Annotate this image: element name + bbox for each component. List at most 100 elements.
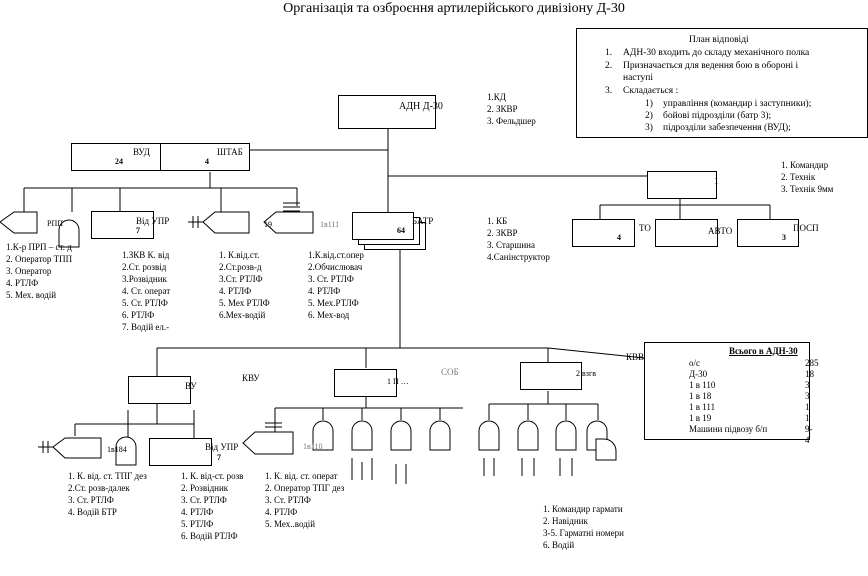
staff-item: 2. Оператор ТПП [6,254,73,264]
staff-item: 2. Розвідник [181,483,229,493]
staff-item: 5. РТЛФ [181,519,214,529]
right-unit-label: 1 [714,176,719,186]
vud-label: ВУД [133,147,150,157]
staff-item: 4. Водій БТР [68,507,117,517]
staff-item: 2. ЗКВР [487,104,518,114]
sob-label: СОБ [441,367,459,377]
staff-item: 3.Ст. РТЛФ [219,274,263,284]
posp-count: 3 [782,233,786,242]
summary-value: 9-4 [805,424,813,445]
staff-item: 2.Обчислювач [308,262,363,272]
staff-item: 2.Ст.розв-д [219,262,262,272]
staff-item: 4.Санінструктор [487,252,550,262]
summary-label: Машини підвозу б/п [689,424,768,434]
staff-item: 2. Оператор ТПГ дез [265,483,345,493]
vu-right-staff-list: 1. К. від. ст. операт 2. Оператор ТПГ де… [265,470,344,530]
batr-count: 64 [397,226,405,235]
plan-heading: План відповіді [689,35,749,45]
staff-item: 6. РТЛФ [122,310,155,320]
vid-upr2-label: Від УПР [205,442,239,452]
staff-item: 3.Розвідник [122,274,167,284]
staff-item: 1. К. від. ст. ТПГ дез [68,471,147,481]
n19-staff-list: 1. К.від.ст. 2.Ст.розв-д 3.Ст. РТЛФ 4. Р… [219,249,270,321]
batr-node: 64 [352,212,414,240]
summary-label: о/с [689,358,700,368]
staff-item: 3. Оператор [6,266,52,276]
staff-item: 2. Технік [781,172,816,182]
staff-item: 1. К. від-ст. розв [181,471,244,481]
summary-row: 1 в 19 1 [689,413,810,424]
staff-item: 6. Водій РТЛФ [181,531,238,541]
ppi-label: РПП [47,219,64,228]
vid-upr2-node: 7 [149,438,221,466]
plan-item-num: 1. [605,48,613,58]
batr-staff-list: 1. КБ 2. ЗКВР 3. Старшина 4.Санінструкто… [487,215,550,263]
summary-label: 1 в 19 [689,413,712,423]
plan-subitem-num: 1) [645,99,653,109]
staff-item: 3. Старшина [487,240,535,250]
summary-value: 1 [805,413,810,423]
staff-item: 1. КБ [487,216,508,226]
vid-upr-count: 7 [136,226,140,235]
staff-item: 1. Командир [781,160,829,170]
plan-subitem-num: 2) [645,111,653,121]
vid-upr2-count: 7 [217,453,221,462]
vu-label: ВУ [185,381,197,391]
staff-item: 3. Фельдшер [487,116,536,126]
staff-item: 3. Ст. РТЛФ [265,495,311,505]
adn-staff-list: 1.КД 2. ЗКВР 3. Фельдшер [487,91,536,127]
vid-upr-node: 7 [91,211,154,239]
summary-label: 1 в 18 [689,391,712,401]
plan-subitem: підрозділи забезпечення (ВУД); [663,123,791,133]
n1v10-label: 1в110 [303,442,323,451]
plan-item-num: 2. [605,61,613,71]
staff-item: 2.Ст. розвід [122,262,167,272]
shtab-count: 4 [205,157,209,166]
guns-unit-label: 2 взгв [576,369,596,378]
staff-item: 1. К.від.ст. [219,250,260,260]
staff-item: 3-5. Гарматні номери [543,528,624,538]
staff-item: 7. Водій ел.- [122,322,170,332]
staff-item: 5. Ст. РТЛФ [122,298,168,308]
right-unit-node: 1 [647,171,719,199]
staff-item: 1.К-р ПРП – ст. д [6,242,72,252]
plan-item: АДН-30 входить до складу механічного пол… [623,48,810,58]
staff-item: 2.Ст. розв-далек [68,483,130,493]
summary-label: Д-30 [689,369,708,379]
plan-item-cont: наступі [623,73,654,83]
shtab-label: ШТАБ [217,147,243,157]
staff-item: 1.К.від.ст.опер [308,250,364,260]
summary-row: Машини підвозу б/п 9-4 [689,424,813,445]
n19-label: 19 [264,220,272,229]
n111-staff-list: 1.К.від.ст.опер 2.Обчислювач 3. Ст. РТЛФ… [308,249,364,321]
plan-panel: План відповіді 1. АДН-30 входить до скла… [576,28,868,138]
staff-item: 1. Командир гармати [543,504,623,514]
vu-node: ВУ [128,376,197,404]
summary-value: 285 [805,358,819,368]
staff-item: 1.КД [487,92,506,102]
vid-upr-label: Від УПР [136,216,170,226]
staff-item: 5. Мех. водій [6,290,57,300]
summary-row: о/с 285 [689,358,819,369]
fire-unit-node: 1 П … [334,369,409,397]
staff-item: 3. Ст. РТЛФ [181,495,227,505]
to-node: 4 [572,219,635,247]
staff-item: 2. Навідник [543,516,588,526]
staff-item: 4. РТЛФ [265,507,298,517]
staff-item: 4. РТЛФ [308,286,341,296]
plan-subitem: управління (командир і заступники); [663,99,812,109]
to-label: ТО [639,223,651,233]
kvu-label: КВУ [242,373,260,383]
summary-label: 1 в 111 [689,402,716,412]
to-count: 4 [617,233,621,242]
staff-item: 3. Технік 9мм [781,184,834,194]
staff-item: 6. Водій [543,540,575,550]
posp-label: ПОСП [793,223,819,233]
staff-item: 6. Мех-вод [308,310,350,320]
